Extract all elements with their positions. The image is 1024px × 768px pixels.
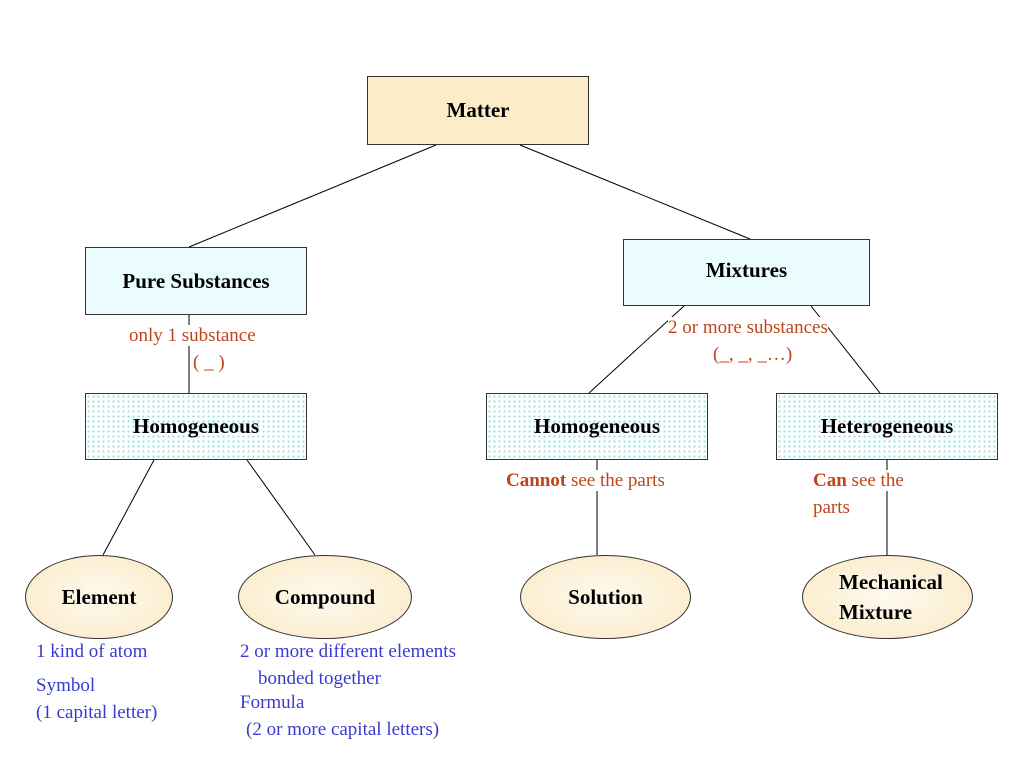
line-homog-compound — [246, 459, 316, 556]
element-annotation-line2: Symbol — [36, 675, 96, 696]
heterogeneous-annotation-line2: parts — [813, 497, 850, 518]
mechanical-mixture-node: Mechanical Mixture — [802, 555, 973, 639]
pure-annotation-line1: only 1 substance — [129, 325, 256, 346]
matter-node: Matter — [367, 76, 589, 145]
compound-node: Compound — [238, 555, 412, 639]
mixture-homogeneous-node: Homogeneous — [486, 393, 708, 460]
mixtures-label: Mixtures — [705, 258, 788, 282]
pure-homogeneous-node: Homogeneous — [85, 393, 307, 460]
homogeneous-annotation-bold: Cannot — [506, 470, 567, 491]
solution-label: Solution — [568, 584, 643, 609]
compound-label: Compound — [274, 584, 376, 609]
mixture-homogeneous-label: Homogeneous — [534, 414, 660, 438]
mechanical-mixture-label-line1: Mechanical — [839, 570, 943, 594]
line-homog-element — [102, 459, 155, 556]
heterogeneous-node: Heterogeneous — [776, 393, 998, 460]
matter-label: Matter — [446, 98, 510, 122]
compound-annotation-line2: bonded together — [258, 668, 381, 689]
heterogeneous-label: Heterogeneous — [820, 414, 954, 438]
heterogeneous-annotation-bold: Can — [813, 470, 847, 491]
element-label: Element — [61, 584, 137, 609]
mechanical-mixture-label-line2: Mixture — [839, 600, 913, 624]
compound-annotation-line4: (2 or more capital letters) — [246, 719, 440, 740]
element-node: Element — [25, 555, 173, 639]
pure-homogeneous-label: Homogeneous — [133, 414, 259, 438]
solution-node: Solution — [520, 555, 691, 639]
line-matter-mixtures — [519, 144, 751, 240]
pure-annotation-line2: ( _ ) — [193, 352, 225, 373]
heterogeneous-annotation-line1: Can see the — [813, 470, 904, 491]
element-annotation-line3: (1 capital letter) — [36, 702, 158, 723]
pure-substances-label: Pure Substances — [122, 268, 270, 293]
mixtures-annotation-line2: (_, _, _…) — [713, 344, 793, 365]
mixtures-annotation-line1: 2 or more substances — [668, 317, 828, 338]
pure-substances-node: Pure Substances — [85, 247, 307, 315]
element-annotation-line1: 1 kind of atom — [36, 641, 148, 662]
compound-annotation-line1: 2 or more different elements — [240, 641, 456, 662]
homogeneous-annotation: Cannot see the parts — [506, 470, 665, 491]
compound-annotation-line3: Formula — [240, 692, 305, 713]
line-matter-pure — [188, 144, 437, 248]
mixtures-node: Mixtures — [623, 239, 870, 306]
